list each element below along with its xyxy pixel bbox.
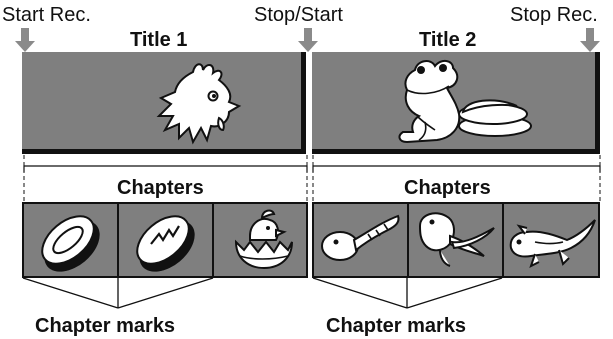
- title-1-panel: [22, 52, 306, 154]
- stop-rec-arrow: [580, 28, 600, 52]
- stop-start-arrow: [298, 28, 318, 52]
- chapter-mark-line: [406, 277, 503, 309]
- egg-icon: [41, 215, 100, 272]
- chapters-2-bracket: [312, 165, 601, 172]
- chapter-marks-1-label: Chapter marks: [35, 315, 176, 337]
- chapter-mark-line: [22, 277, 119, 309]
- stop-start-label: Stop/Start: [254, 4, 343, 26]
- rooster-head-icon: [156, 63, 242, 145]
- start-rec-arrow: [15, 28, 35, 52]
- tadpole-icon: [321, 214, 400, 261]
- cracked-egg-icon: [136, 215, 195, 272]
- start-rec-label: Start Rec.: [2, 4, 91, 26]
- frog-on-lily-pad-icon: [398, 60, 532, 144]
- chapter-marks-2-label: Chapter marks: [326, 315, 467, 337]
- stop-rec-label: Stop Rec.: [510, 4, 598, 26]
- title-1-label: Title 1: [130, 29, 188, 51]
- chapter-mark-line: [117, 277, 214, 309]
- hatching-chick-icon: [234, 209, 293, 270]
- chapters-2-label: Chapters: [404, 177, 491, 199]
- chapters-1-bracket: [23, 165, 308, 172]
- chapters-1-label: Chapters: [117, 177, 204, 199]
- title-2-label: Title 2: [419, 29, 477, 51]
- froglet-icon: [509, 219, 596, 268]
- chapter-mark-line: [312, 277, 408, 309]
- tadpole-with-legs-icon: [418, 212, 495, 267]
